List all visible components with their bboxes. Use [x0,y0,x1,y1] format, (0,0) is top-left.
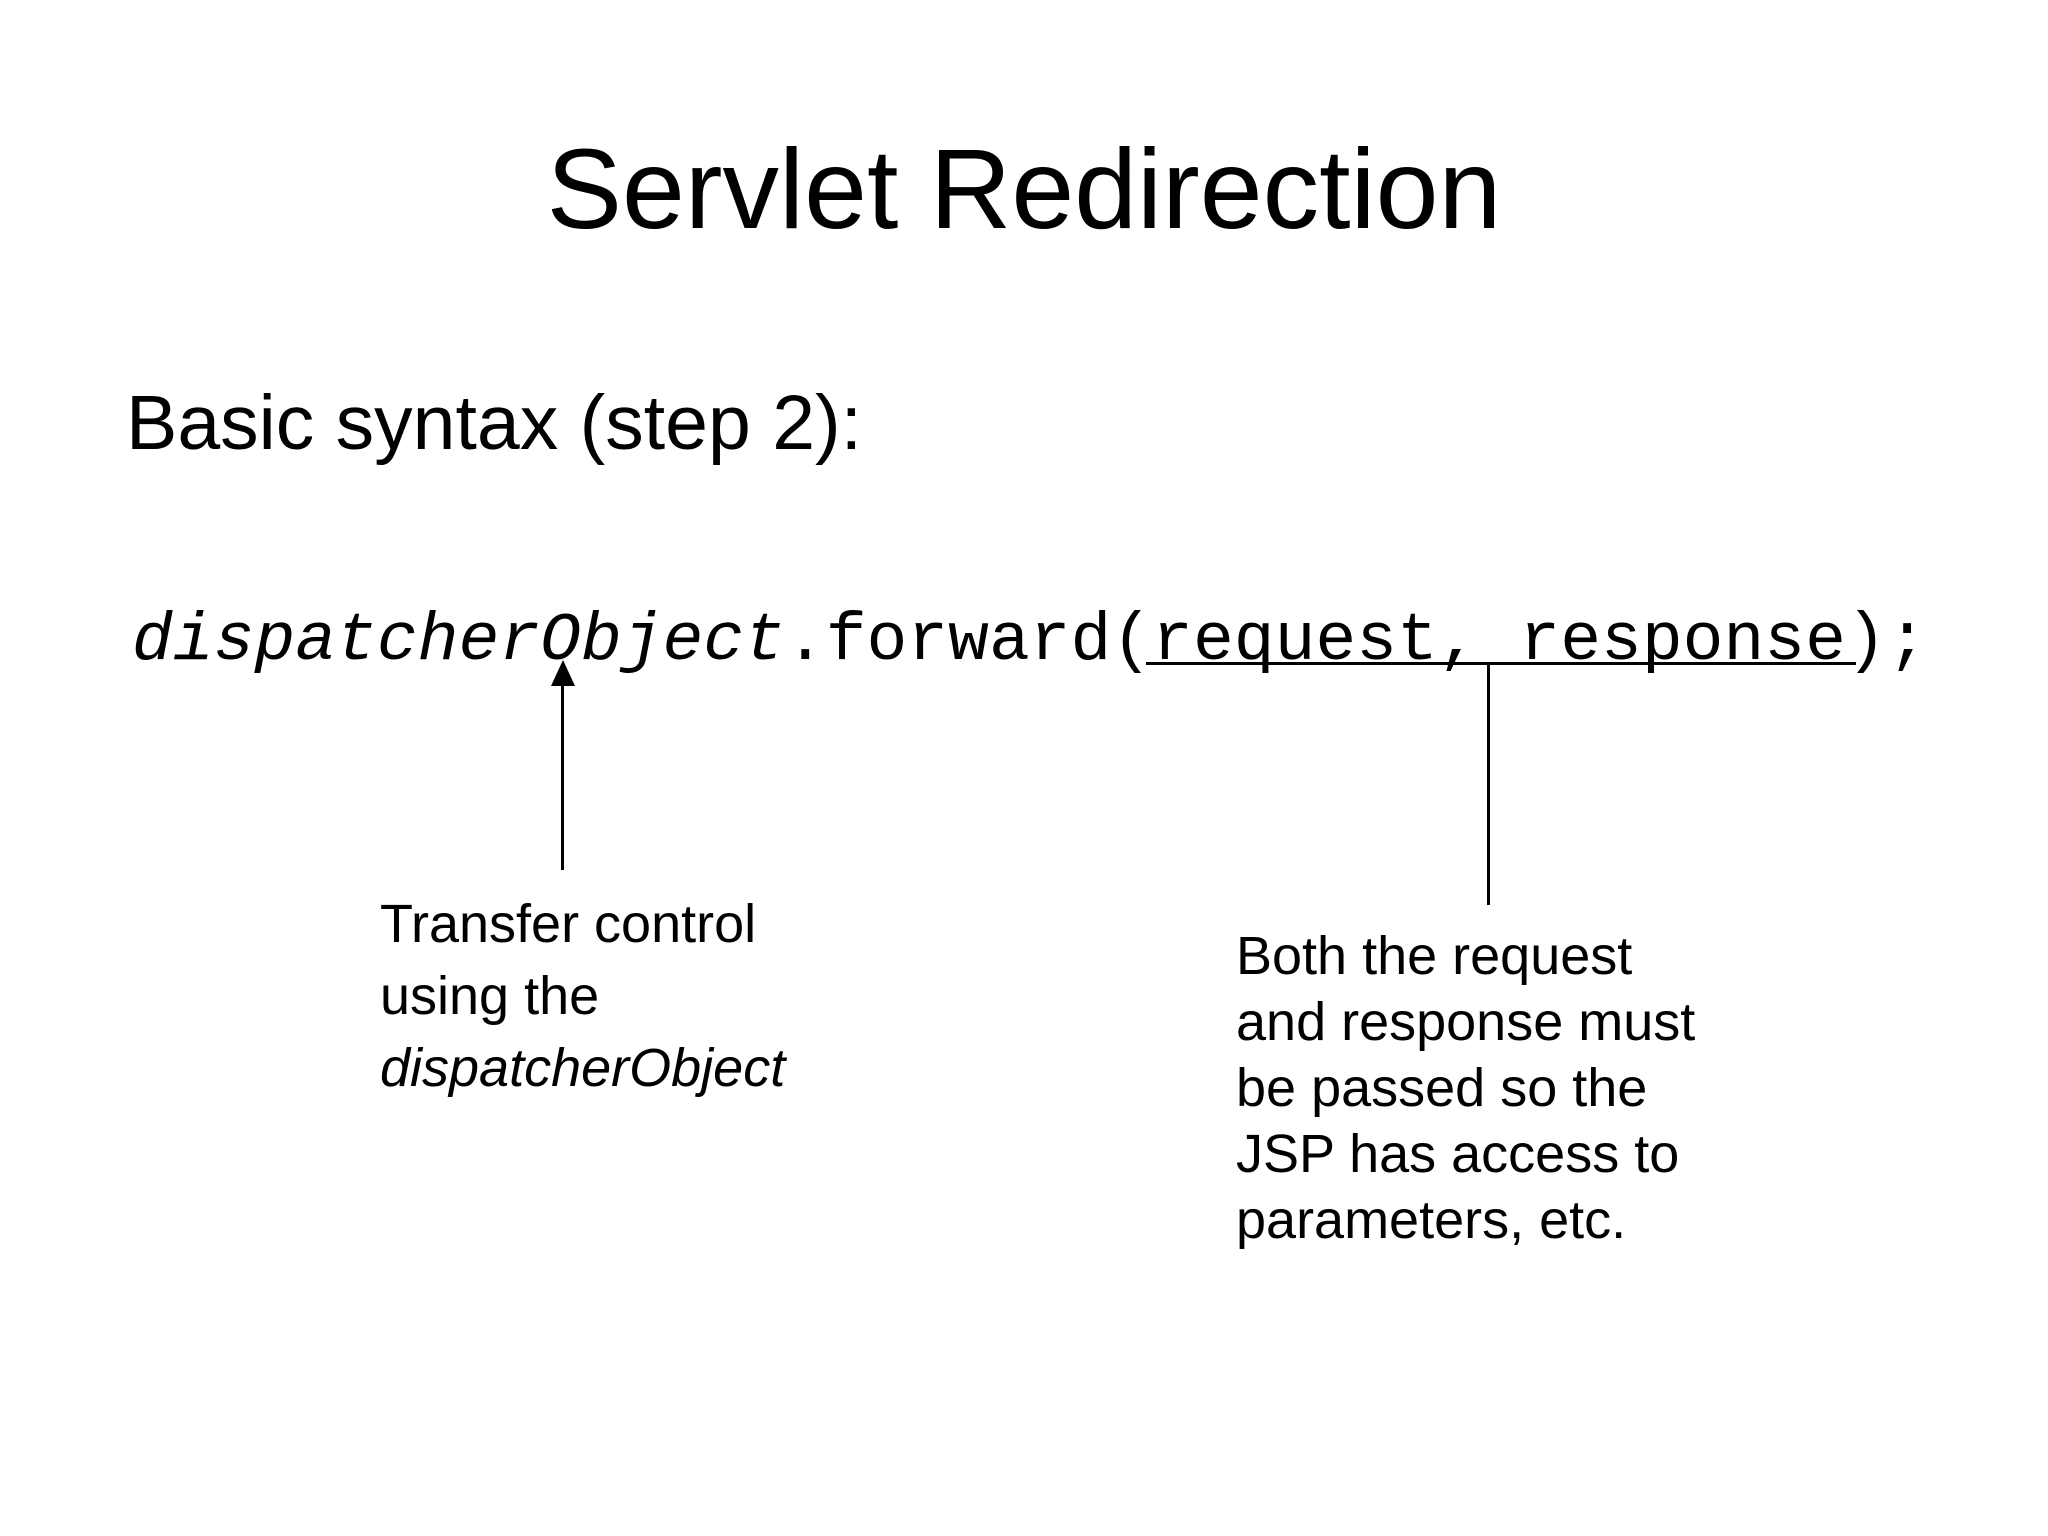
left-callout-line-1: Transfer control [380,894,757,954]
left-callout-arrow-shaft [561,682,564,870]
slide-title: Servlet Redirection [546,126,1502,252]
right-callout-text: Both the request and response must be pa… [1236,923,1695,1253]
arrow-up-icon [551,660,575,686]
code-method-call: .forward( [784,603,1153,680]
code-receiver: dispatcherObject [132,603,785,680]
code-line: dispatcherObject.forward(request, respon… [132,608,1928,676]
right-callout-line-2: and response must [1236,992,1696,1052]
right-callout-line-1: Both the request [1236,926,1633,986]
right-callout-line-3: be passed so the [1236,1058,1648,1118]
left-callout-text: Transfer control using the dispatcherObj… [380,888,785,1104]
code-terminator: ); [1845,603,1928,680]
right-callout-line-4: JSP has access to [1236,1124,1680,1184]
right-callout-connector-line [1487,665,1490,905]
code-arguments: request, response [1152,603,1846,680]
right-callout-line-5: parameters, etc. [1236,1190,1627,1250]
left-callout-line-2: using the [380,966,600,1026]
arguments-underline-line [1146,662,1856,665]
slide-subtitle: Basic syntax (step 2): [126,380,863,466]
left-callout-line-3: dispatcherObject [380,1038,786,1098]
